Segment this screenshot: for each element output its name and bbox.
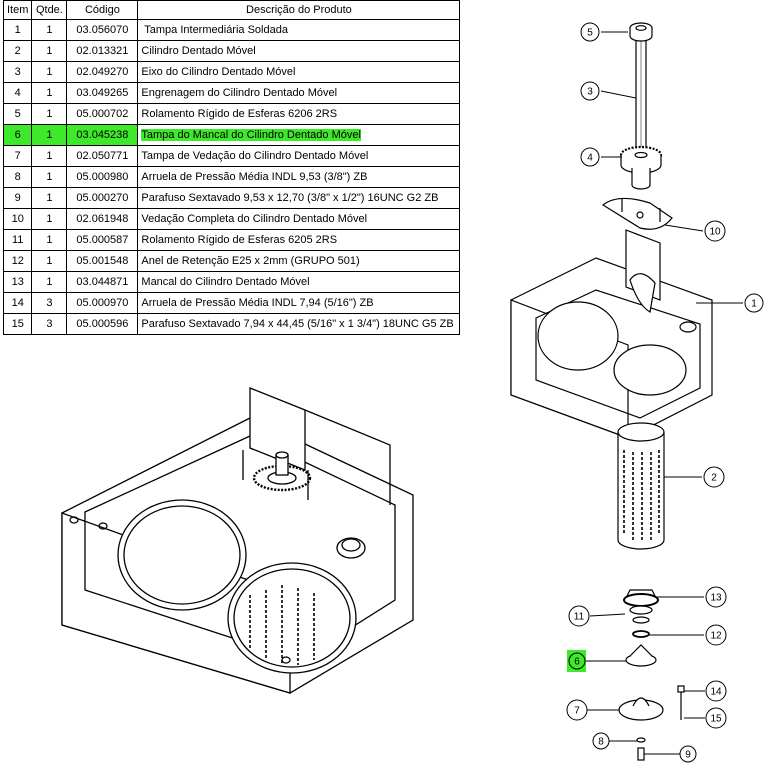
cell-code: 03.045238: [66, 124, 139, 146]
callout-4: 4: [580, 147, 622, 167]
svg-text:12: 12: [710, 631, 722, 642]
callout-15: 15: [684, 707, 727, 729]
description-text: Tampa do Mancal do Cilindro Dentado Móve…: [141, 129, 361, 141]
description-text: Engrenagem do Cilindro Dentado Móvel: [141, 87, 338, 99]
svg-text:15: 15: [710, 714, 722, 725]
svg-text:11: 11: [574, 612, 585, 623]
svg-text:13: 13: [710, 593, 722, 604]
small-bolts-part: [677, 685, 685, 720]
cell-code: 05.000980: [66, 166, 139, 188]
svg-text:5: 5: [587, 28, 593, 39]
cell-description: Eixo do Cilindro Dentado Móvel: [137, 61, 461, 83]
bearing-housing-part: [623, 589, 659, 624]
svg-text:14: 14: [710, 687, 722, 698]
cell-item: 10: [2, 208, 33, 230]
callout-11: 11: [568, 605, 626, 627]
callouts: 5 3 4 10 1 2 13: [566, 22, 764, 763]
cell-description: Parafuso Sextavado 7,94 x 44,45 (5/16" x…: [137, 313, 461, 335]
cell-description: Vedação Completa do Cilindro Dentado Móv…: [137, 208, 461, 230]
callout-13: 13: [657, 586, 727, 608]
description-text: Cilindro Dentado Móvel: [141, 45, 256, 57]
bolt-washer-part: [636, 737, 646, 761]
cell-description: Mancal do Cilindro Dentado Móvel: [137, 271, 461, 293]
cell-item: 15: [2, 313, 33, 335]
toothed-cylinder-part: [617, 422, 665, 550]
bearing-cap-part: [625, 644, 657, 667]
cell-description: Arruela de Pressão Média INDL 9,53 (3/8"…: [137, 166, 461, 188]
callout-14: 14: [684, 680, 727, 702]
assembled-view: [61, 387, 414, 694]
callout-10: 10: [664, 220, 726, 242]
cell-description: Cilindro Dentado Móvel: [137, 40, 461, 62]
description-text: Tampa Intermediária Soldada: [141, 24, 288, 36]
cell-description: Rolamento Rígido de Esferas 6206 2RS: [137, 103, 461, 125]
bearing-top-part: [629, 22, 653, 42]
housing-plate-part: [510, 229, 713, 439]
description-text: Tampa de Vedação do Cilindro Dentado Móv…: [141, 150, 369, 162]
description-text: Rolamento Rígido de Esferas 6206 2RS: [141, 108, 338, 120]
cell-item: 12: [2, 250, 33, 272]
callout-3: 3: [580, 81, 637, 101]
cell-code: 05.000702: [66, 103, 139, 125]
callout-7: 7: [566, 699, 619, 721]
cell-code: 05.001548: [66, 250, 139, 272]
description-text: Arruela de Pressão Média INDL 9,53 (3/8"…: [141, 171, 368, 183]
svg-text:9: 9: [685, 750, 691, 761]
description-text: Anel de Retenção E25 x 2mm (GRUPO 501): [141, 255, 360, 267]
exploded-view-parts: [510, 22, 713, 761]
callout-6-highlighted: 6: [567, 650, 626, 672]
svg-text:1: 1: [751, 299, 757, 310]
cell-code: 02.013321: [66, 40, 139, 62]
retaining-ring-part: [632, 630, 650, 638]
seal-plate-part: [601, 197, 673, 230]
description-text: Arruela de Pressão Média INDL 7,94 (5/16…: [141, 297, 374, 309]
callout-2: 2: [664, 466, 725, 488]
cell-item: 6: [2, 124, 33, 146]
cell-description: Parafuso Sextavado 9,53 x 12,70 (3/8" x …: [137, 187, 461, 209]
callout-1: 1: [696, 293, 764, 313]
description-text: Eixo do Cilindro Dentado Móvel: [141, 66, 296, 78]
gear-part: [619, 145, 663, 190]
svg-text:4: 4: [587, 153, 593, 164]
cell-code: 05.000970: [66, 292, 139, 314]
cell-code: 05.000596: [66, 313, 139, 335]
svg-text:3: 3: [587, 87, 593, 98]
description-text: Parafuso Sextavado 7,94 x 44,45 (5/16" x…: [141, 318, 454, 330]
parts-table: Item Qtde. Código Descrição do Produto 1…: [2, 0, 461, 335]
cell-description: Tampa de Vedação do Cilindro Dentado Móv…: [137, 145, 461, 167]
callout-12: 12: [649, 624, 727, 646]
description-text: Rolamento Rígido de Esferas 6205 2RS: [141, 234, 338, 246]
shaft-part: [635, 39, 647, 156]
svg-text:6: 6: [574, 657, 580, 668]
description-text: Parafuso Sextavado 9,53 x 12,70 (3/8" x …: [141, 192, 439, 204]
svg-text:8: 8: [598, 737, 604, 748]
cell-code: 02.050771: [66, 145, 139, 167]
callout-8: 8: [592, 732, 637, 750]
cell-description: Rolamento Rígido de Esferas 6205 2RS: [137, 229, 461, 251]
description-text: Mancal do Cilindro Dentado Móvel: [141, 276, 310, 288]
table-header-row: Item Qtde. Código Descrição do Produto: [2, 0, 461, 20]
callout-9: 9: [644, 745, 697, 763]
description-text: Vedação Completa do Cilindro Dentado Móv…: [141, 213, 368, 225]
svg-text:10: 10: [709, 227, 721, 238]
cell-description: Tampa do Mancal do Cilindro Dentado Móve…: [137, 124, 461, 146]
svg-text:2: 2: [711, 473, 717, 484]
callout-5: 5: [580, 22, 628, 42]
cell-code: 05.000587: [66, 229, 139, 251]
svg-text:7: 7: [574, 706, 580, 717]
